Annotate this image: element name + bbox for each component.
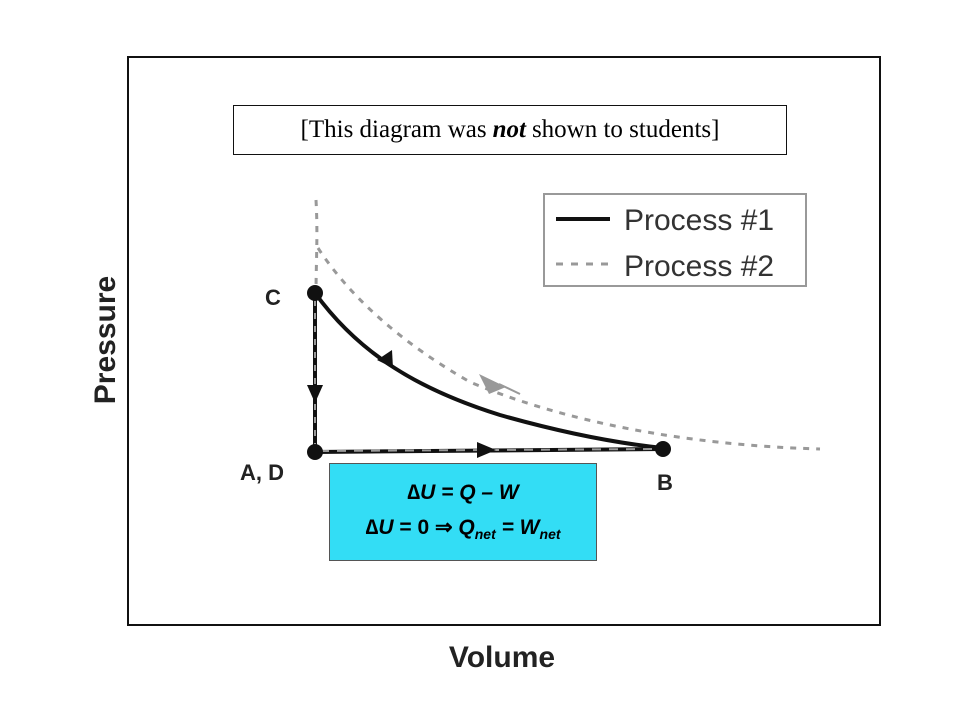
right-arrow-icon [477, 442, 496, 458]
legend: Process #1 Process #2 [543, 193, 807, 287]
process1-curve [313, 291, 664, 450]
eq2-q: Q [452, 516, 475, 540]
legend-process1-label: Process #1 [624, 204, 774, 237]
curve-arrow-icon [377, 350, 393, 368]
note-box: [This diagram was not shown to students] [233, 105, 787, 155]
implies-symbol: ⇒ [434, 516, 453, 540]
label-c: C [265, 285, 281, 310]
delta-symbol: ∆ [407, 481, 421, 505]
note-text-before: [This diagram was [300, 116, 487, 143]
eq2-q-subscript: net [474, 526, 496, 543]
point-c [307, 285, 323, 301]
process2-arrow-tail [498, 383, 521, 395]
process2-arrow-icon [479, 374, 506, 394]
label-a-d: A, D [240, 460, 284, 485]
equation-cycle: ∆U = 0 ⇒ Qnet = Wnet [365, 515, 560, 542]
eq1-u: U [420, 481, 436, 505]
equation-box: ∆U = Q – W ∆U = 0 ⇒ Qnet = Wnet [329, 463, 597, 561]
x-axis-label: Volume [449, 641, 555, 674]
note-text-emphasis: not [492, 116, 526, 143]
point-b [655, 441, 671, 457]
eq2-w-subscript: net [539, 526, 561, 543]
label-b: B [657, 470, 673, 495]
down-arrow-icon [307, 385, 323, 403]
process2-curve [316, 247, 821, 451]
eq2-u: U [378, 516, 394, 540]
note-text-after: shown to students] [531, 116, 720, 143]
legend-process2-label: Process #2 [624, 250, 774, 283]
equation-first-law: ∆U = Q – W [407, 481, 518, 505]
legend-box [543, 193, 807, 287]
delta-symbol-2: ∆ [365, 516, 379, 540]
y-axis-label: Pressure [89, 276, 122, 404]
eq2-w: = W [495, 516, 540, 540]
eq1-rest: = Q – W [435, 481, 519, 505]
eq2-zero: = 0 [393, 516, 435, 540]
point-a-d [307, 444, 323, 460]
